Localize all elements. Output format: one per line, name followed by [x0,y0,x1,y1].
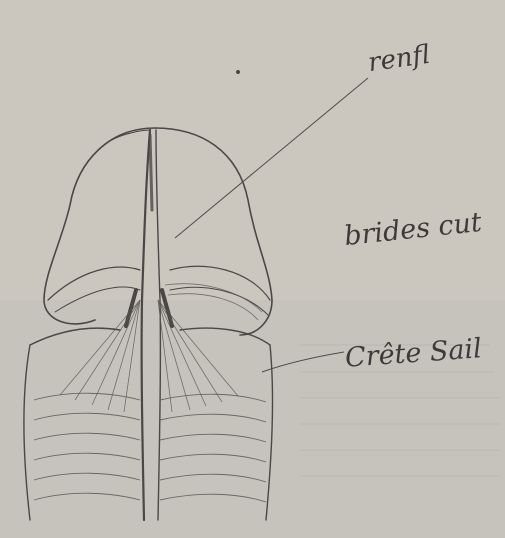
pencil-dot [236,70,240,74]
